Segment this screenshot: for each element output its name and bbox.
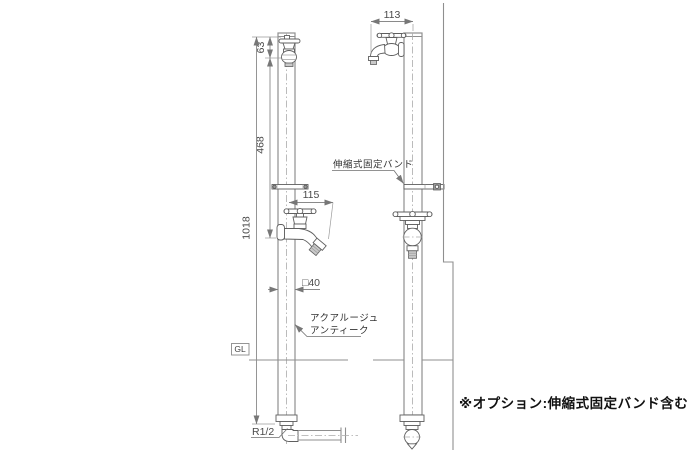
labels: 伸縮式固定バンド アクアルージュ アンティーク ※オプション:伸縮式固定バンド含… xyxy=(294,159,688,411)
dim-63-text: 63 xyxy=(255,42,267,54)
lower-faucet-front-icon xyxy=(276,207,327,257)
fixing-band-side xyxy=(403,183,445,191)
product-label-line1: アクアルージュ xyxy=(310,313,379,324)
dim-lower-spout-reach: 115 xyxy=(288,189,334,240)
dim-r12-text: R1/2 xyxy=(252,426,274,438)
gl-text: GL xyxy=(234,344,246,354)
dim-upper-spout-reach: 113 xyxy=(370,9,414,25)
dim-115-text: 115 xyxy=(303,189,320,201)
dim-post-section: □40 xyxy=(268,277,320,293)
ground-label: GL xyxy=(231,343,250,356)
bottom-inlet-fitting xyxy=(399,414,425,450)
dim-connection-thread: R1/2 xyxy=(251,426,288,438)
upper-faucet-front-icon xyxy=(278,35,301,67)
bottom-elbow-assembly xyxy=(275,414,358,443)
option-note: ※オプション:伸縮式固定バンド含む xyxy=(459,395,688,411)
dim-1018-text: 1018 xyxy=(241,216,253,240)
upper-faucet-side-icon xyxy=(368,32,407,65)
product-label: アクアルージュ アンティーク xyxy=(294,313,379,337)
hose-adapter xyxy=(308,237,327,257)
front-view xyxy=(271,32,358,444)
band-label: 伸縮式固定バンド xyxy=(332,159,413,184)
dim-upper-faucet-height: 63 xyxy=(255,36,273,59)
dim-113-text: 113 xyxy=(384,9,401,21)
band-label-text: 伸縮式固定バンド xyxy=(333,159,413,171)
dim-total-height: 1018 xyxy=(241,36,260,425)
side-view xyxy=(368,32,445,450)
lower-faucet-side-icon xyxy=(392,210,433,259)
dim-40-text: □40 xyxy=(302,277,320,289)
dimensions: 63 468 1018 115 113 □40 xyxy=(241,9,414,438)
wall-line xyxy=(442,3,454,450)
product-label-line2: アンティーク xyxy=(310,326,369,337)
